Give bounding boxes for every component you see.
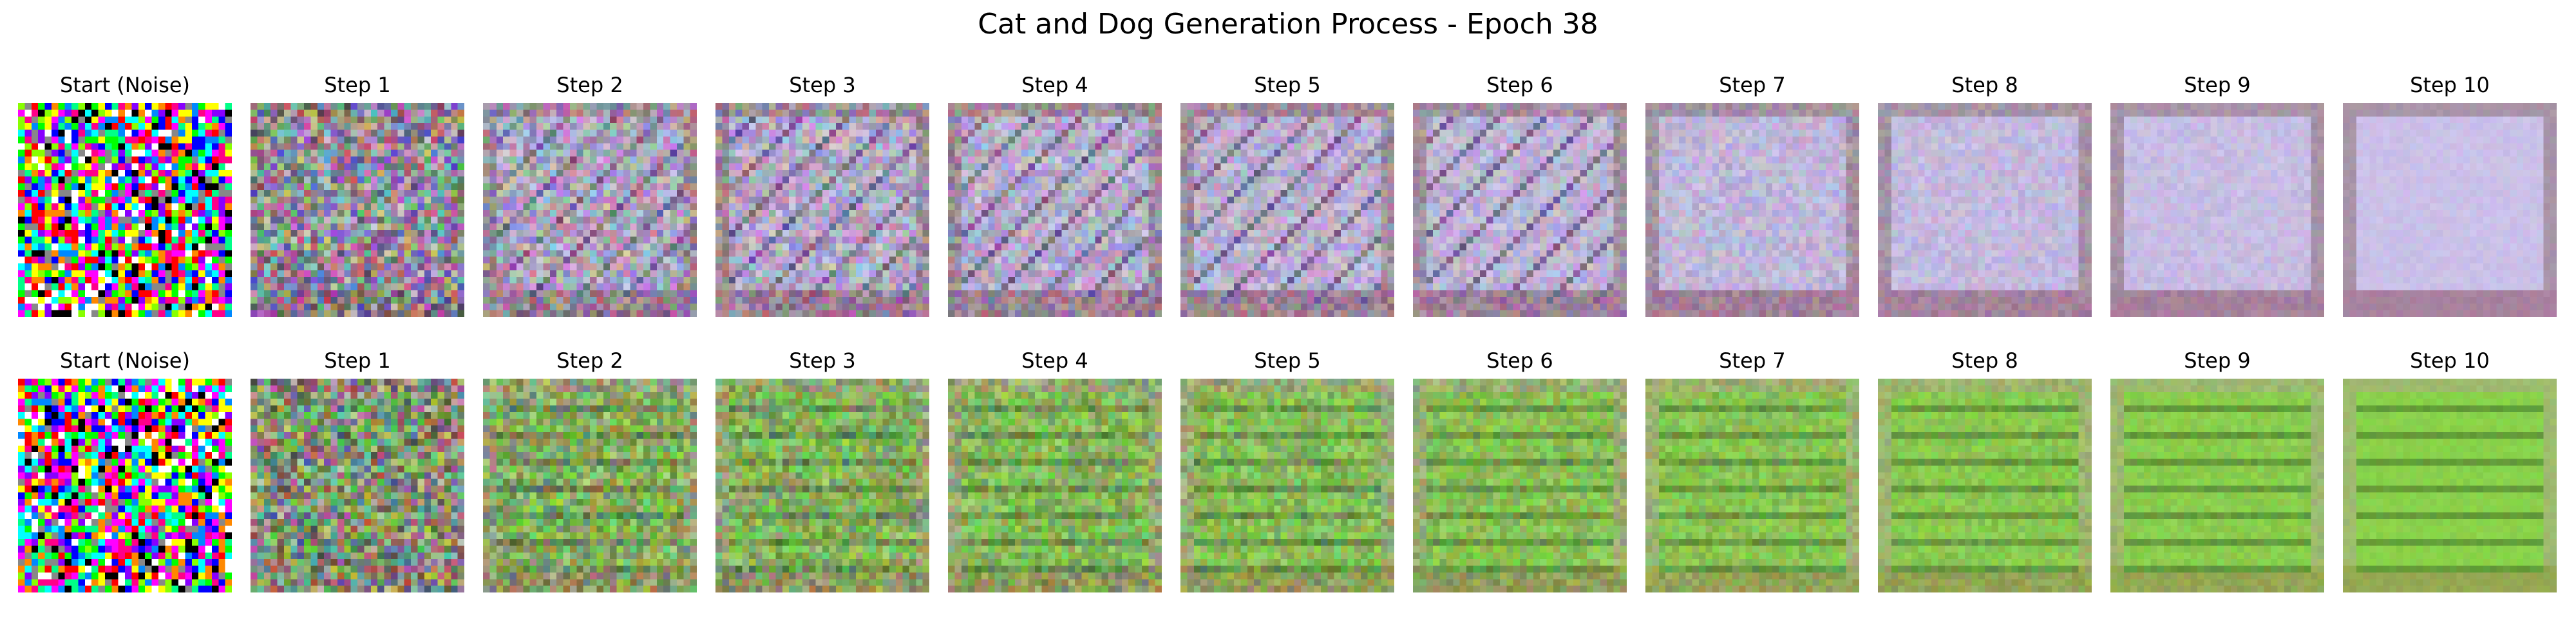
generated-image	[715, 103, 929, 317]
image-canvas	[483, 103, 697, 317]
generated-image	[1645, 379, 1859, 592]
noise-image	[18, 103, 232, 317]
image-canvas	[1413, 103, 1627, 317]
generated-image	[1413, 379, 1627, 592]
image-panel: Step 2	[483, 70, 697, 317]
image-canvas	[18, 379, 232, 592]
generated-image	[715, 379, 929, 592]
image-panel: Step 4	[948, 70, 1162, 317]
generated-image	[1180, 103, 1394, 317]
image-canvas	[1645, 379, 1859, 592]
image-panel: Step 9	[2110, 70, 2324, 317]
generated-image	[2343, 379, 2557, 592]
noise-image	[18, 379, 232, 592]
panel-title: Start (Noise)	[59, 73, 191, 97]
image-panel: Step 3	[715, 345, 929, 592]
image-panel: Start (Noise)	[18, 345, 232, 592]
panel-title: Step 2	[556, 73, 623, 97]
panel-title: Step 7	[1719, 348, 1786, 373]
image-panel: Step 7	[1645, 345, 1859, 592]
image-panel: Step 3	[715, 70, 929, 317]
generated-image	[483, 103, 697, 317]
figure-title: Cat and Dog Generation Process - Epoch 3…	[978, 8, 1598, 41]
image-canvas	[251, 379, 464, 592]
panel-title: Step 2	[556, 348, 623, 373]
image-canvas	[251, 103, 464, 317]
image-canvas	[948, 103, 1162, 317]
image-row-2: Start (Noise) Step 1 Step 2 Step 3 Step 4 Ste…	[0, 345, 2576, 603]
image-canvas	[2343, 379, 2557, 592]
image-canvas	[1878, 379, 2092, 592]
image-canvas	[1413, 379, 1627, 592]
panel-title: Step 10	[2410, 73, 2490, 97]
generated-image	[948, 103, 1162, 317]
generated-image	[2343, 103, 2557, 317]
image-row-1: Start (Noise) Step 1 Step 2 Step 3 Step 4 Ste…	[0, 70, 2576, 327]
image-canvas	[1878, 103, 2092, 317]
panel-title: Step 8	[1951, 73, 2018, 97]
generated-image	[251, 379, 464, 592]
image-panel: Step 8	[1878, 345, 2092, 592]
generated-image	[2110, 103, 2324, 317]
panel-title: Step 10	[2410, 348, 2490, 373]
panel-title: Step 6	[1486, 348, 1553, 373]
image-canvas	[1180, 379, 1394, 592]
image-panel: Start (Noise)	[18, 70, 232, 317]
image-panel: Step 10	[2343, 345, 2557, 592]
panel-title: Step 1	[324, 348, 391, 373]
image-canvas	[18, 103, 232, 317]
generated-image	[1413, 103, 1627, 317]
generated-image	[1180, 379, 1394, 592]
image-canvas	[483, 379, 697, 592]
image-panel: Step 8	[1878, 70, 2092, 317]
generated-image	[1878, 103, 2092, 317]
generated-image	[483, 379, 697, 592]
image-canvas	[715, 103, 929, 317]
panel-title: Step 6	[1486, 73, 1553, 97]
image-panel: Step 6	[1413, 345, 1627, 592]
image-panel: Step 1	[251, 345, 464, 592]
image-canvas	[2110, 103, 2324, 317]
generated-image	[2110, 379, 2324, 592]
image-canvas	[2110, 379, 2324, 592]
image-canvas	[948, 379, 1162, 592]
panel-title: Step 5	[1254, 73, 1321, 97]
generated-image	[1645, 103, 1859, 317]
image-panel: Step 10	[2343, 70, 2557, 317]
image-panel: Step 7	[1645, 70, 1859, 317]
image-panel: Step 5	[1180, 70, 1394, 317]
panel-title: Step 4	[1021, 73, 1088, 97]
panel-title: Step 9	[2184, 348, 2251, 373]
image-canvas	[1180, 103, 1394, 317]
panel-title: Step 4	[1021, 348, 1088, 373]
generated-image	[251, 103, 464, 317]
panel-title: Step 1	[324, 73, 391, 97]
image-panel: Step 5	[1180, 345, 1394, 592]
panel-title: Step 3	[789, 348, 856, 373]
panel-title: Step 8	[1951, 348, 2018, 373]
generated-image	[1878, 379, 2092, 592]
panel-title: Start (Noise)	[59, 348, 191, 373]
image-canvas	[1645, 103, 1859, 317]
generated-image	[948, 379, 1162, 592]
image-panel: Step 6	[1413, 70, 1627, 317]
image-panel: Step 1	[251, 70, 464, 317]
panel-title: Step 9	[2184, 73, 2251, 97]
image-panel: Step 9	[2110, 345, 2324, 592]
image-canvas	[2343, 103, 2557, 317]
image-panel: Step 2	[483, 345, 697, 592]
panel-title: Step 7	[1719, 73, 1786, 97]
panel-title: Step 3	[789, 73, 856, 97]
image-panel: Step 4	[948, 345, 1162, 592]
panel-title: Step 5	[1254, 348, 1321, 373]
image-canvas	[715, 379, 929, 592]
